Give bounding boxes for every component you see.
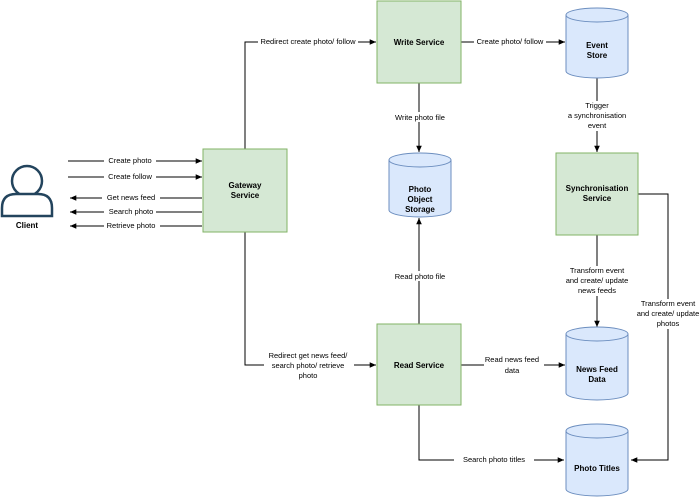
edge-label-create-photo: Create photo: [104, 155, 156, 165]
edge-label-transform-news: Transform event and create/ update news …: [561, 266, 633, 296]
svg-text:Object: Object: [408, 195, 433, 204]
svg-text:Redirect create photo/ follow: Redirect create photo/ follow: [260, 37, 356, 46]
edge-label-write-photo-file: Write photo file: [392, 112, 448, 122]
svg-text:Photo Titles: Photo Titles: [574, 464, 620, 473]
svg-text:a synchronisation: a synchronisation: [568, 111, 626, 120]
edge-label-redirect-create: Redirect create photo/ follow: [258, 36, 358, 46]
edge-label-read-photo-file: Read photo file: [393, 271, 447, 281]
edge-search-titles: [418, 405, 564, 463]
edge-label-redirect-read: Redirect get news feed/ search photo/ re…: [264, 350, 354, 380]
svg-text:Service: Service: [583, 194, 612, 203]
edge-label-search-photo: Search photo: [104, 206, 156, 216]
svg-text:Read photo file: Read photo file: [395, 272, 445, 281]
svg-text:Store: Store: [587, 51, 608, 60]
photo-titles[interactable]: Photo Titles: [565, 423, 629, 497]
news-feed-data[interactable]: News Feed Data: [565, 326, 629, 401]
svg-text:and create/ update: and create/ update: [637, 309, 700, 318]
svg-text:Get news feed: Get news feed: [107, 193, 155, 202]
svg-text:News Feed: News Feed: [576, 365, 618, 374]
svg-text:Read news feed: Read news feed: [485, 355, 539, 364]
svg-text:Create follow: Create follow: [108, 172, 152, 181]
svg-text:Gateway: Gateway: [229, 181, 262, 190]
client-label: Client: [16, 221, 39, 230]
svg-text:Write Service: Write Service: [394, 38, 445, 47]
edge-label-trigger: Trigger a synchronisation event: [562, 101, 632, 131]
edge-label-create-follow: Create follow: [104, 171, 156, 181]
svg-text:photos: photos: [657, 319, 680, 328]
write-service[interactable]: Write Service: [376, 0, 462, 84]
svg-text:data: data: [505, 366, 520, 375]
client-actor[interactable]: Client: [0, 164, 54, 230]
edge-label-write-to-event-store: Create photo/ follow: [474, 36, 546, 46]
svg-text:Write photo file: Write photo file: [395, 113, 445, 122]
svg-text:news feeds: news feeds: [578, 286, 616, 295]
svg-text:Storage: Storage: [405, 205, 435, 214]
database-icon: [565, 7, 629, 79]
event-store[interactable]: Event Store: [565, 7, 629, 79]
user-icon: [0, 164, 54, 218]
edge-label-get-news-feed: Get news feed: [102, 192, 160, 202]
svg-text:Trigger: Trigger: [585, 101, 609, 110]
svg-text:Data: Data: [588, 375, 606, 384]
edge-label-read-news-feed: Read news feed data: [484, 355, 544, 375]
svg-text:Event: Event: [586, 41, 608, 50]
svg-text:and create/ update: and create/ update: [566, 276, 629, 285]
photo-object-storage[interactable]: Photo Object Storage: [388, 152, 452, 218]
edge-label-search-titles: Search photo titles: [454, 454, 534, 464]
svg-text:Transform event: Transform event: [570, 266, 625, 275]
read-service[interactable]: Read Service: [376, 323, 462, 406]
svg-text:search photo/ retrieve: search photo/ retrieve: [272, 361, 345, 370]
svg-text:photo: photo: [299, 371, 318, 380]
svg-text:Search photo: Search photo: [109, 207, 154, 216]
svg-text:Transform event: Transform event: [641, 299, 696, 308]
gateway-service[interactable]: Gateway Service: [202, 148, 288, 233]
svg-text:Redirect get news feed/: Redirect get news feed/: [269, 351, 349, 360]
svg-text:Synchronisation: Synchronisation: [566, 184, 629, 193]
svg-text:Create photo/ follow: Create photo/ follow: [477, 37, 544, 46]
svg-text:event: event: [588, 121, 607, 130]
svg-text:Create photo: Create photo: [108, 156, 151, 165]
edge-redirect-read: [244, 232, 376, 368]
synchronisation-service[interactable]: Synchronisation Service: [555, 152, 639, 236]
edge-redirect-create: [244, 39, 376, 149]
svg-text:Service: Service: [231, 191, 260, 200]
edge-label-retrieve-photo: Retrieve photo: [104, 220, 160, 230]
database-icon: [565, 423, 629, 497]
database-icon: [388, 152, 452, 218]
svg-text:Search photo titles: Search photo titles: [463, 455, 525, 464]
edge-label-transform-photos: Transform event and create/ update photo…: [634, 299, 700, 329]
svg-text:Read Service: Read Service: [394, 361, 445, 370]
database-icon: [565, 326, 629, 401]
svg-text:Retrieve photo: Retrieve photo: [107, 221, 156, 230]
svg-text:Photo: Photo: [409, 185, 432, 194]
